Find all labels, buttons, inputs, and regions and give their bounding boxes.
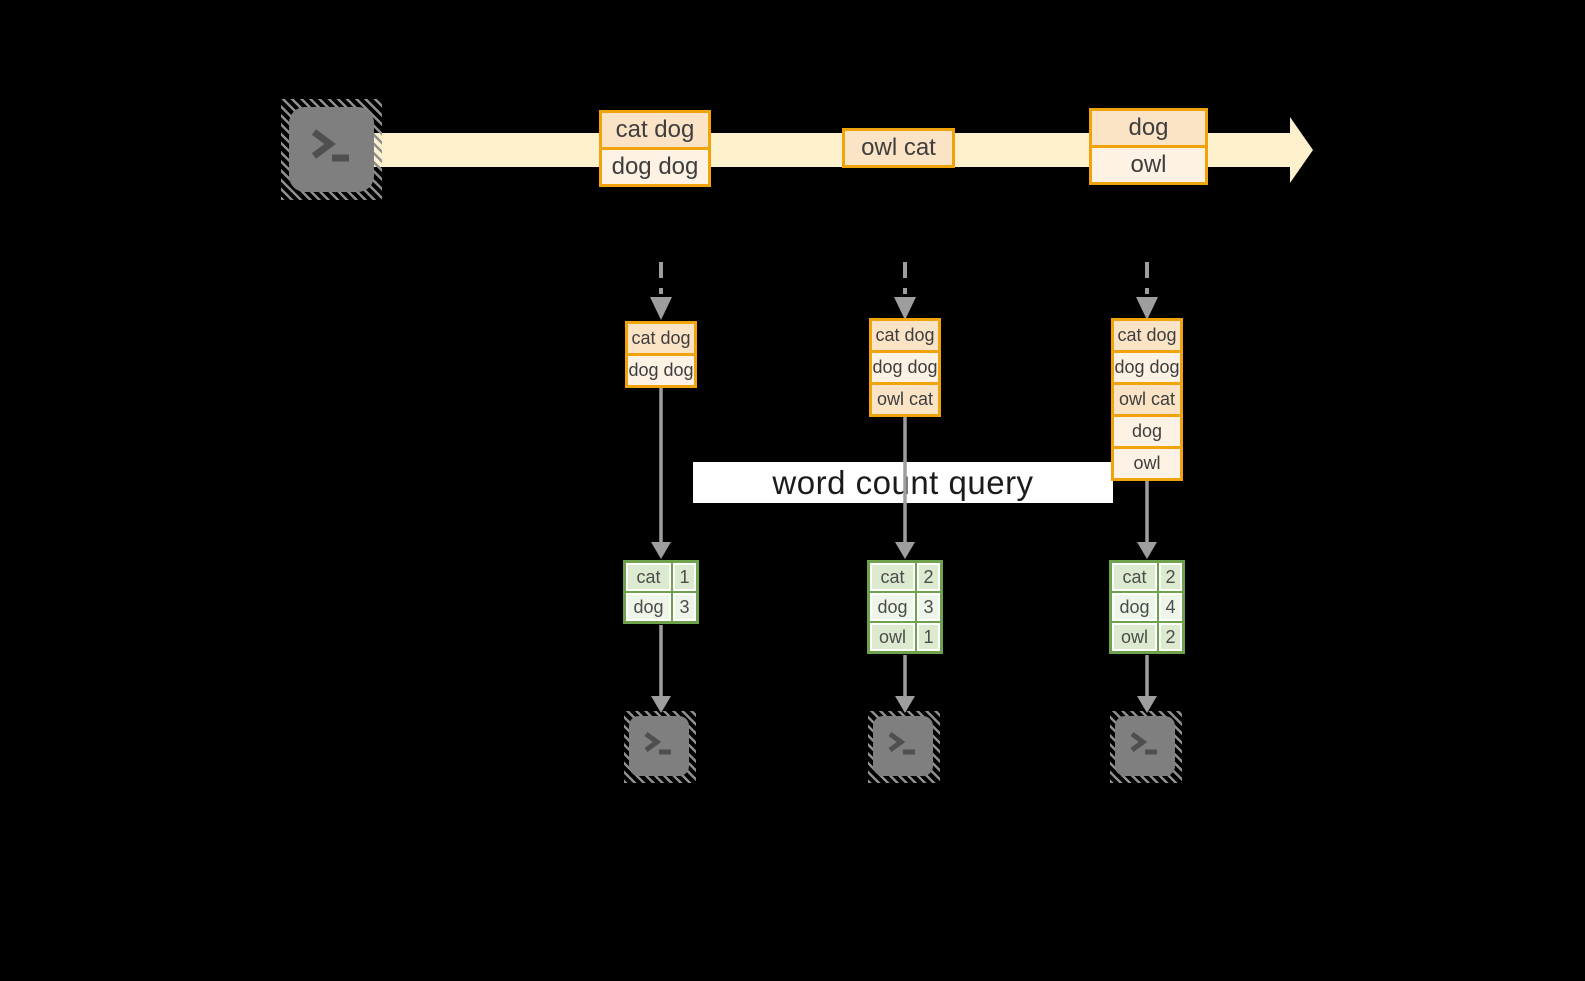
buffer-box-3: cat dog dog dog owl cat dog owl [1111, 318, 1183, 481]
event-word: dog dog [602, 150, 708, 184]
buffer-row: owl [1114, 449, 1180, 478]
count-table-1: cat 1 dog 3 [623, 560, 699, 624]
buffer-row: cat dog [1114, 321, 1180, 350]
event-word: cat dog [602, 113, 708, 147]
terminal-prompt-glyph [888, 731, 915, 755]
count-value: 1 [673, 563, 696, 591]
output-arrows [651, 625, 1157, 713]
event-box-3: dog owl [1089, 108, 1208, 185]
buffer-row: cat dog [872, 321, 938, 350]
count-word: cat [870, 563, 915, 591]
count-word: owl [870, 623, 915, 651]
terminal-icon [873, 716, 933, 776]
buffer-row: dog [1114, 417, 1180, 446]
count-value: 2 [1159, 563, 1182, 591]
count-word: cat [626, 563, 671, 591]
event-box-1: cat dog dog dog [599, 110, 711, 187]
buffer-box-1: cat dog dog dog [625, 321, 697, 388]
count-table-2: cat 2 dog 3 owl 1 [867, 560, 943, 654]
count-value: 2 [1159, 623, 1182, 651]
buffer-box-2: cat dog dog dog owl cat [869, 318, 941, 417]
terminal-icon [1115, 716, 1175, 776]
query-arrows [651, 388, 1157, 559]
event-box-2: owl cat [842, 128, 955, 168]
event-word: owl cat [845, 131, 952, 165]
count-table-3: cat 2 dog 4 owl 2 [1109, 560, 1185, 654]
count-word: dog [870, 593, 915, 621]
buffer-row: cat dog [628, 324, 694, 353]
count-value: 3 [673, 593, 696, 621]
count-word: dog [626, 593, 671, 621]
count-word: cat [1112, 563, 1157, 591]
dashed-ingest-arrows [650, 262, 1158, 320]
count-value: 4 [1159, 593, 1182, 621]
buffer-row: dog dog [872, 353, 938, 382]
count-word: dog [1112, 593, 1157, 621]
terminal-prompt-glyph [311, 128, 349, 161]
buffer-row: dog dog [628, 356, 694, 385]
count-value: 3 [917, 593, 940, 621]
buffer-row: dog dog [1114, 353, 1180, 382]
count-value: 1 [917, 623, 940, 651]
event-word: dog [1092, 111, 1205, 145]
count-word: owl [1112, 623, 1157, 651]
event-word: owl [1092, 148, 1205, 182]
query-label: word count query [693, 462, 1113, 503]
terminal-icon [629, 716, 689, 776]
terminal-icon [289, 107, 374, 192]
count-value: 2 [917, 563, 940, 591]
terminal-prompt-glyph [1130, 731, 1157, 755]
buffer-row: owl cat [1114, 385, 1180, 414]
buffer-row: owl cat [872, 385, 938, 414]
terminal-prompt-glyph [644, 731, 671, 755]
